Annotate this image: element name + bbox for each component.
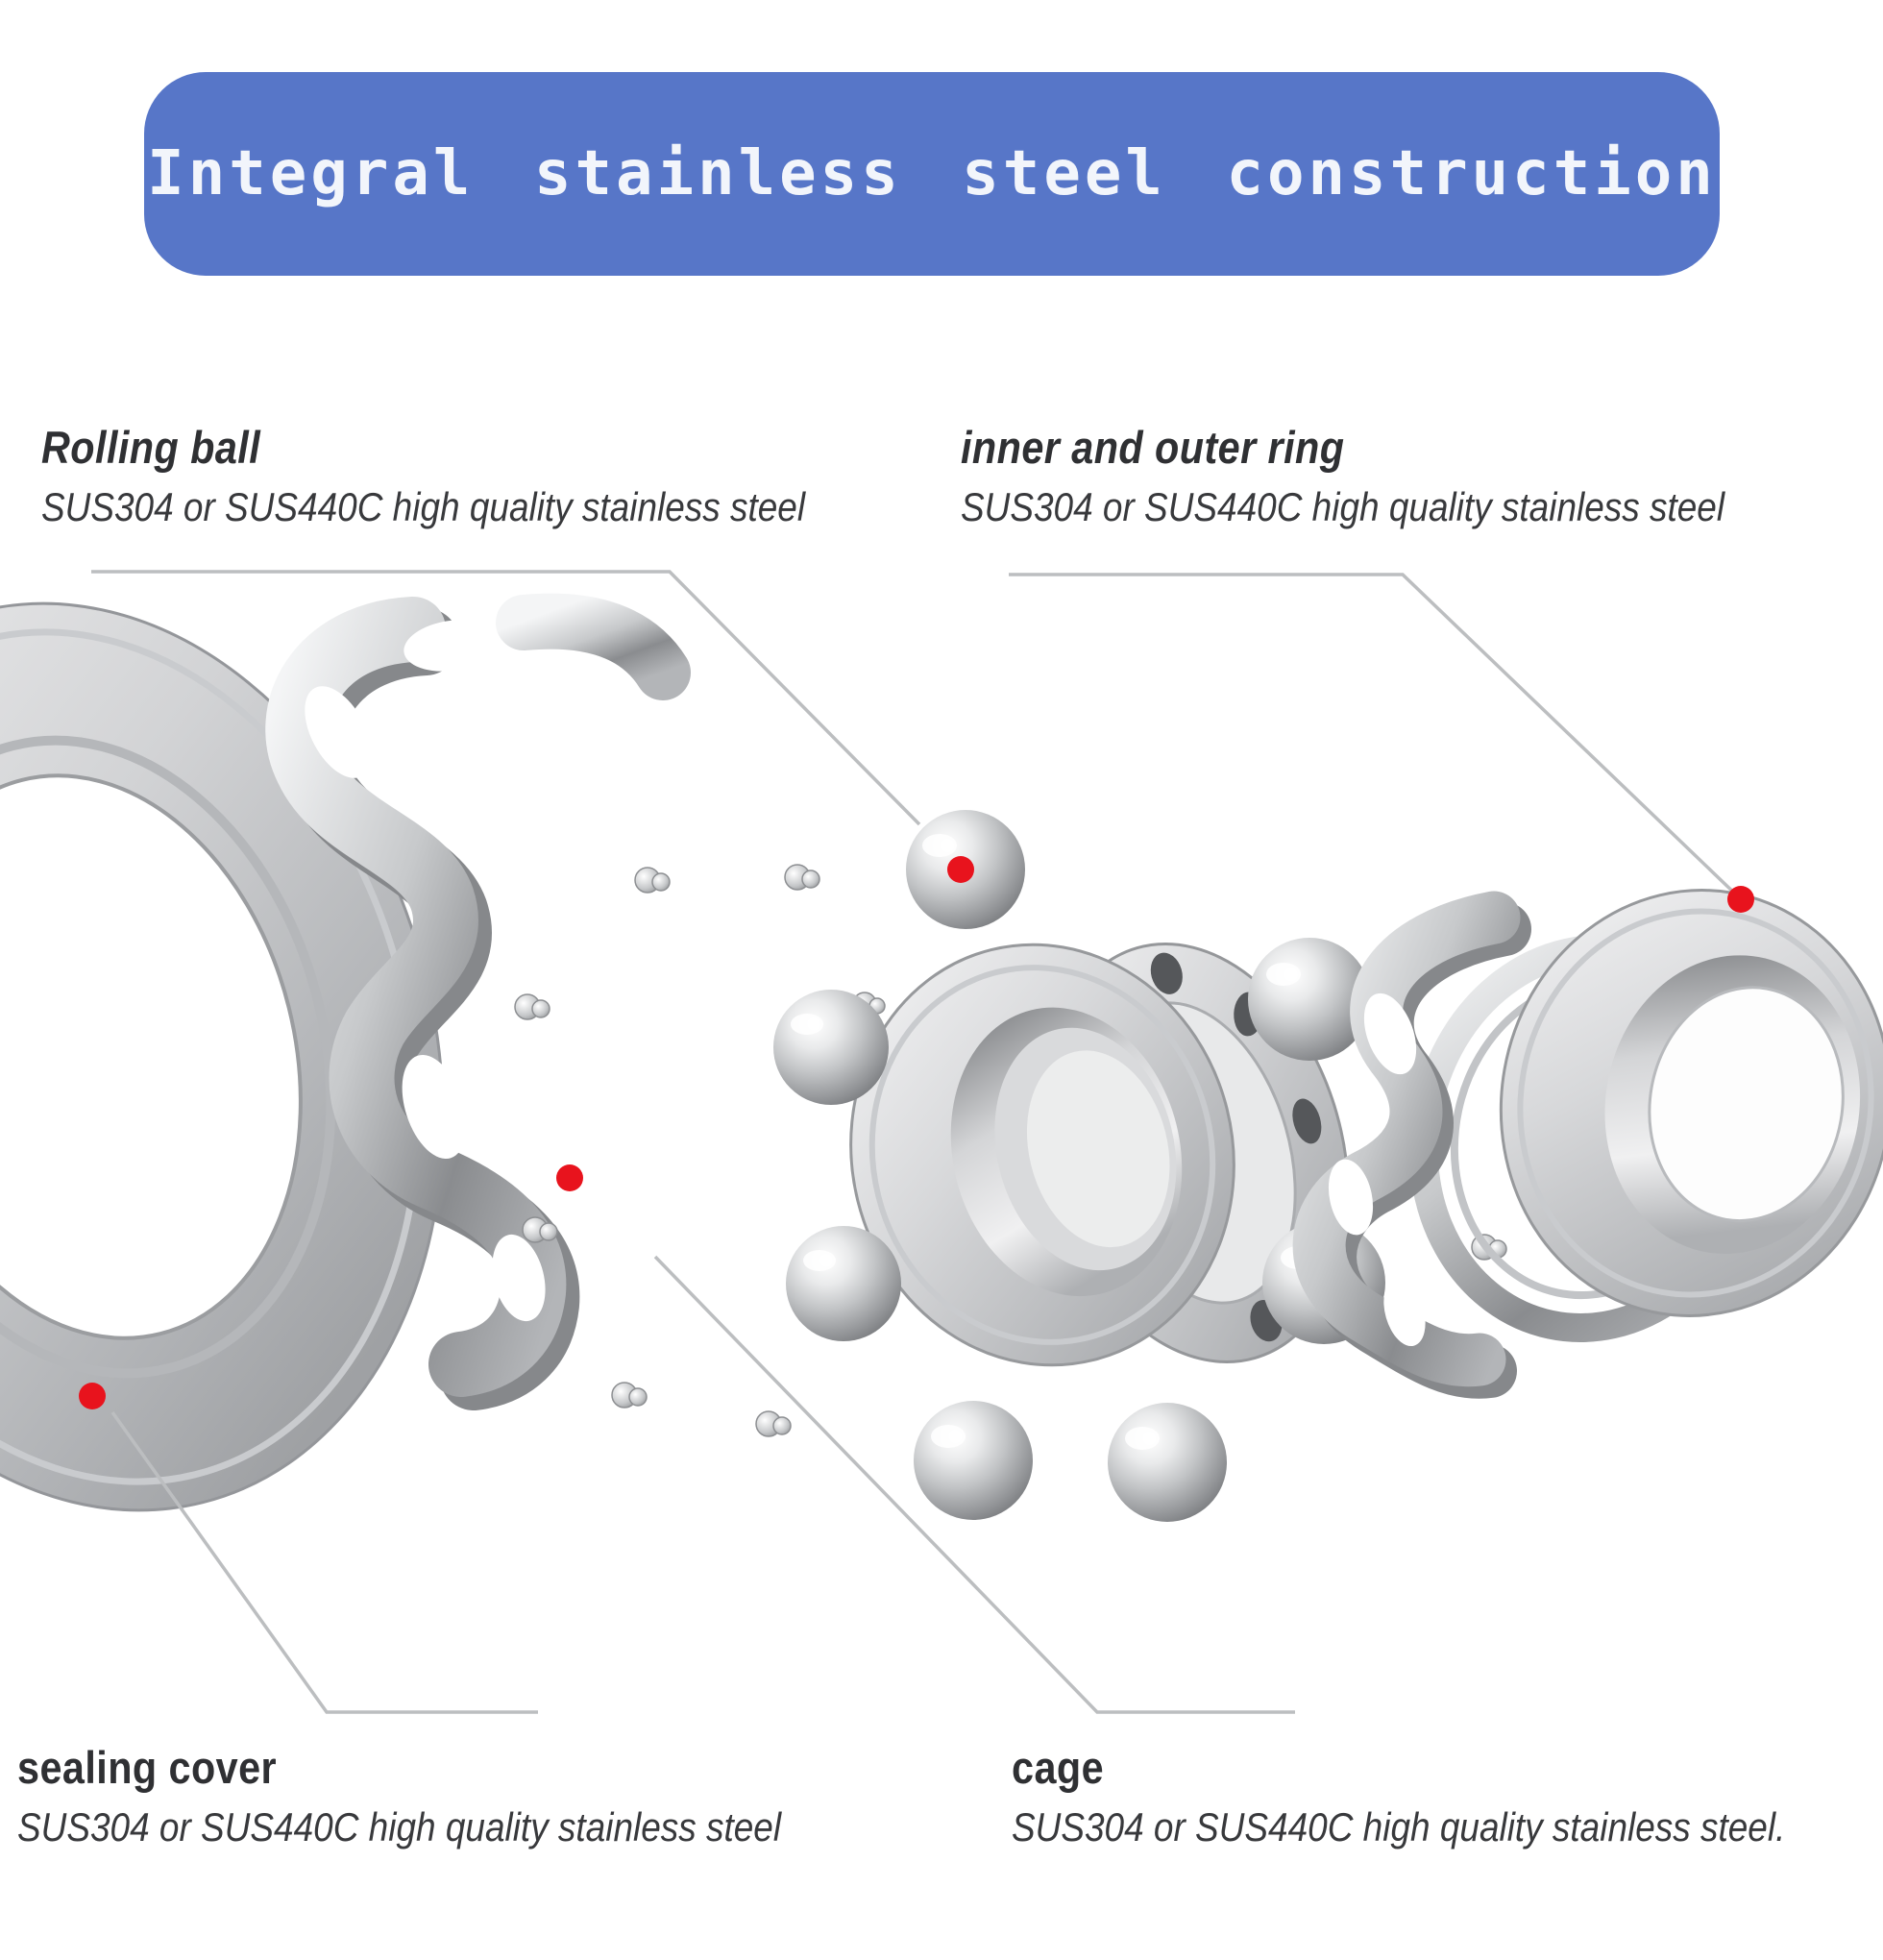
label-cage: cage SUS304 or SUS440C high quality stai…: [1012, 1741, 1883, 1850]
ball: [786, 1226, 901, 1341]
leader-sealing-cover: [110, 1410, 538, 1714]
ball: [773, 990, 889, 1105]
leader-cage: [653, 1255, 1295, 1714]
label-rolling-ball-title: Rolling ball: [41, 422, 261, 473]
marker-rolling-ball: [947, 856, 974, 883]
label-inner-outer-ring: inner and outer ring SUS304 or SUS440C h…: [961, 421, 1829, 530]
marker-inner-outer-ring: [1727, 886, 1754, 913]
label-cage-subtitle: SUS304 or SUS440C high quality stainless…: [1012, 1804, 1786, 1850]
marker-sealing-cover: [79, 1383, 106, 1409]
inner-ring-front: [849, 943, 1235, 1367]
label-sealing-cover-title: sealing cover: [17, 1742, 278, 1793]
label-cage-title: cage: [1012, 1742, 1105, 1793]
label-rolling-ball: Rolling ball SUS304 or SUS440C high qual…: [41, 421, 910, 530]
leader-rolling-ball: [91, 570, 921, 826]
label-sealing-cover-subtitle: SUS304 or SUS440C high quality stainless…: [17, 1804, 782, 1850]
rolling-balls: [773, 810, 1385, 1522]
label-inner-outer-ring-subtitle: SUS304 or SUS440C high quality stainless…: [961, 484, 1725, 529]
marker-cage: [556, 1164, 583, 1191]
leader-lines: [91, 570, 1741, 1714]
cage-right-part: [1292, 891, 1531, 1399]
sealing-cover-part: [0, 601, 445, 1512]
red-markers: [79, 856, 1754, 1409]
ball: [1248, 938, 1371, 1061]
cage-left-part: [265, 593, 691, 1410]
label-sealing-cover: sealing cover SUS304 or SUS440C high qua…: [17, 1741, 886, 1850]
outer-ring-part: [1499, 889, 1883, 1317]
title-banner: Integral stainless steel construction: [144, 72, 1720, 276]
ball: [1108, 1403, 1227, 1522]
leader-inner-outer-ring: [1009, 573, 1741, 899]
label-inner-outer-ring-title: inner and outer ring: [961, 422, 1345, 473]
ball: [914, 1401, 1033, 1520]
label-rolling-ball-subtitle: SUS304 or SUS440C high quality stainless…: [41, 484, 806, 529]
page-title: Integral stainless steel construction: [147, 138, 1717, 209]
